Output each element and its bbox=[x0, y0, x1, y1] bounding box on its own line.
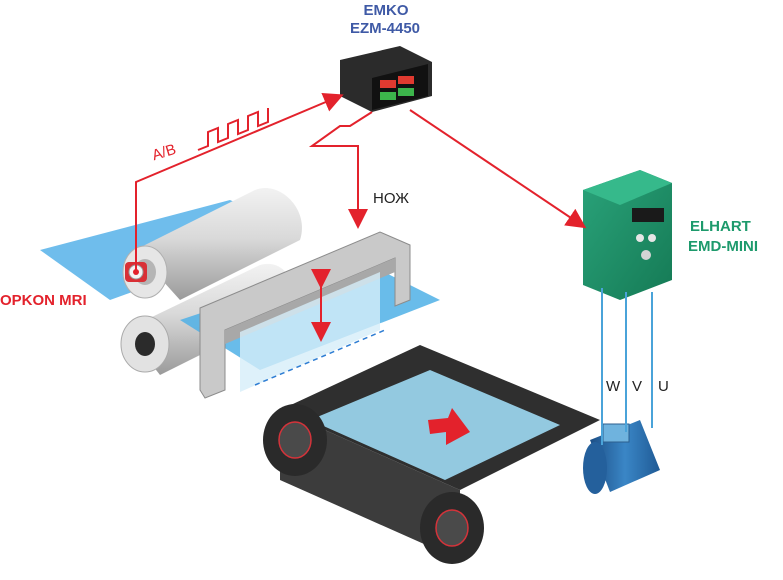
ab-pulse-train bbox=[197, 108, 269, 151]
controller-device bbox=[340, 46, 432, 112]
knife-frame bbox=[199, 231, 411, 399]
motor bbox=[583, 420, 660, 494]
controller-model: EZM-4450 bbox=[349, 20, 421, 37]
conveyor-belt bbox=[263, 345, 600, 564]
encoder-label: OPKON MRI bbox=[0, 292, 87, 309]
signal-lines bbox=[135, 93, 587, 342]
vfd-brand: ELHART bbox=[690, 218, 751, 235]
controller-brand: EMKO bbox=[363, 2, 409, 19]
phase-label-w: W bbox=[606, 378, 621, 395]
vfd-model: EMD-MINI bbox=[688, 238, 758, 255]
cut-line bbox=[254, 329, 386, 386]
encoder-signal-line bbox=[135, 93, 344, 272]
vfd-device bbox=[583, 170, 672, 300]
phase-label-v: V bbox=[632, 378, 643, 395]
belt-direction-arrow bbox=[428, 408, 470, 445]
knife-control-line bbox=[308, 111, 373, 229]
knife-label: НОЖ bbox=[373, 190, 410, 207]
vfd-control-line bbox=[409, 109, 587, 229]
phase-label-u: U bbox=[658, 378, 669, 395]
phase-wires bbox=[601, 288, 653, 445]
